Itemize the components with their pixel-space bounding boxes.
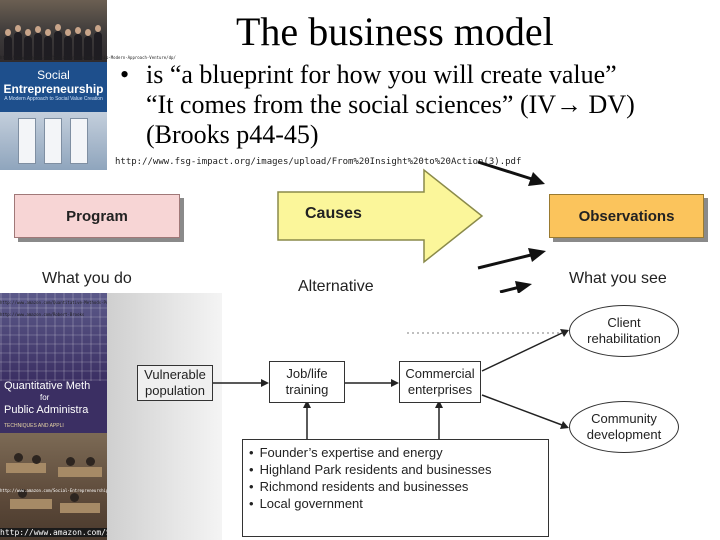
right-arrow-icon: → <box>556 90 583 119</box>
door-left <box>18 118 36 164</box>
book2-subtitle: TECHNIQUES AND APPLI <box>4 423 64 429</box>
resources-list-box: Founder’s expertise and energy Highland … <box>242 439 549 537</box>
book-title-line-2: Entrepreneurship <box>3 82 104 96</box>
causes-arrow-shape <box>277 168 484 264</box>
bullet-line-1: is “a blueprint for how you will create … <box>146 60 617 89</box>
client-rehabilitation-oval: Client rehabilitation <box>569 305 679 357</box>
book2-title-line-3: Public Administra <box>4 404 89 416</box>
bullet-line-3: (Brooks p44-45) <box>146 120 319 149</box>
diagram-top-arrows <box>277 160 546 294</box>
causes-label: Causes <box>305 205 362 222</box>
book2-title-line-1: Quantitative Meth <box>4 380 91 392</box>
logic-model-diagram: Vulnerable population Job/life training … <box>107 293 720 540</box>
team-photo <box>0 0 107 62</box>
arrow-upper-line <box>477 160 536 182</box>
vulnerable-population-box: Vulnerable population <box>137 365 213 401</box>
door-right <box>70 118 88 164</box>
community-development-oval: Community development <box>569 401 679 453</box>
book-top-url[interactable]: http://www.amazon.com/Social-Entrepreneu… <box>0 55 176 60</box>
book-bottom-url-footer[interactable]: http://www.amazon.com/Social/dp/ <box>0 528 155 537</box>
bullet-line-2-part-1: “It comes from the social sciences” (IV <box>146 90 557 119</box>
bullet-text: is “a blueprint for how you will create … <box>146 60 635 150</box>
arrow-lower-line <box>477 252 536 270</box>
book-title-line-1: Social <box>37 68 70 82</box>
arrow-lower-head <box>528 248 546 262</box>
job-training-box: Job/life training <box>269 361 345 403</box>
program-box: Program <box>14 194 180 238</box>
alternative-label: Alternative <box>298 278 374 295</box>
slide-title: The business model <box>236 9 554 54</box>
book-cover-social-entrepreneurship: Social Entrepreneurship A Modern Approac… <box>0 0 107 170</box>
classroom-photo <box>0 433 107 540</box>
resource-item: Highland Park residents and businesses <box>249 461 542 478</box>
bullet-line-2: “It comes from the social sciences” (IV→… <box>146 90 635 120</box>
bullet-line-2-part-2: DV) <box>582 90 635 119</box>
book-cover-quantitative-methods: Quantitative Meth for Public Administra … <box>0 293 107 540</box>
what-you-see-label: What you see <box>569 270 667 287</box>
book-bottom-url-tag[interactable]: http://www.amazon.com/Robert-Brooks <box>0 312 85 317</box>
book2-title-line-2: for <box>40 393 50 402</box>
diagram-top-url[interactable]: http://www.fsg-impact.org/images/upload/… <box>115 157 522 167</box>
resource-item: Local government <box>249 495 542 512</box>
observations-box: Observations <box>549 194 704 238</box>
book2-title: Quantitative Meth for Public Administra <box>4 379 90 417</box>
logic-model-arrows <box>207 329 569 439</box>
page-gutter-shadow <box>107 293 222 540</box>
resource-item: Richmond residents and businesses <box>249 478 542 495</box>
book-subtitle: A Modern Approach to Social Value Creati… <box>4 96 103 102</box>
book-title-block: Social Entrepreneurship A Modern Approac… <box>0 62 107 112</box>
building-grid-illustration <box>0 293 107 381</box>
book-bottom-url-bottom[interactable]: http://www.amazon.com/Social-Entrepreneu… <box>0 488 109 493</box>
arrow-upper-head <box>528 172 545 186</box>
bullet-marker: • <box>120 60 130 89</box>
door-middle <box>44 118 62 164</box>
arrow-alt-head <box>515 281 532 294</box>
book-bottom-url-top[interactable]: http://www.amazon.com/Quantitative-Metho… <box>0 300 191 305</box>
resource-item: Founder’s expertise and energy <box>249 444 542 461</box>
commercial-enterprises-box: Commercial enterprises <box>399 361 481 403</box>
what-you-do-label: What you do <box>42 270 132 287</box>
